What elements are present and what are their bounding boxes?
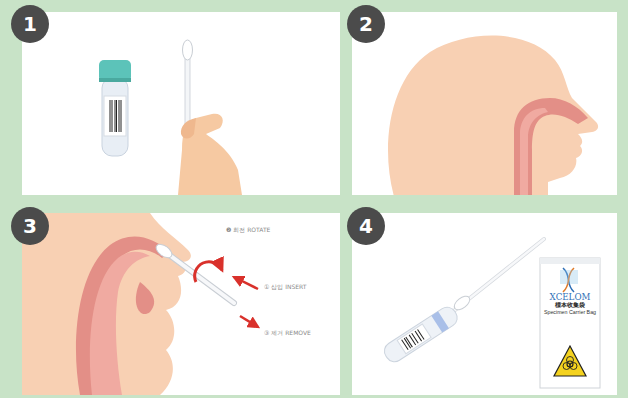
step-number: 3 — [23, 214, 37, 238]
remove-arrow — [240, 316, 258, 327]
tube-and-swab — [99, 40, 242, 195]
tube-with-swab — [381, 239, 544, 365]
specimen-bag-label: XCELOM標本收集袋Specimen Carrier Bag — [540, 258, 600, 328]
step-number: 2 — [359, 12, 373, 36]
step-label: ① 삽입 INSERT — [264, 283, 306, 292]
rotate-arrow — [195, 262, 222, 282]
bag-text: XCELOM — [540, 292, 600, 302]
swab-in-nose — [154, 242, 258, 327]
step-number: 3 — [11, 207, 49, 245]
step-label: ❷ 회전 ROTATE — [226, 226, 270, 235]
step-number: 1 — [11, 5, 49, 43]
insert-arrow — [234, 277, 258, 289]
step-label: ③ 제거 REMOVE — [264, 329, 311, 338]
nasal-closeup — [22, 213, 191, 395]
panel — [22, 213, 340, 395]
specimen-bag — [540, 258, 600, 388]
panel — [22, 12, 340, 195]
bag-text: 標本收集袋 — [540, 302, 600, 309]
step-number: 2 — [347, 5, 385, 43]
panel — [352, 213, 617, 395]
step-number: 1 — [23, 12, 37, 36]
step-number: 4 — [347, 207, 385, 245]
bag-text: Specimen Carrier Bag — [540, 309, 600, 315]
step-number: 4 — [359, 214, 373, 238]
head-profile — [388, 36, 598, 195]
